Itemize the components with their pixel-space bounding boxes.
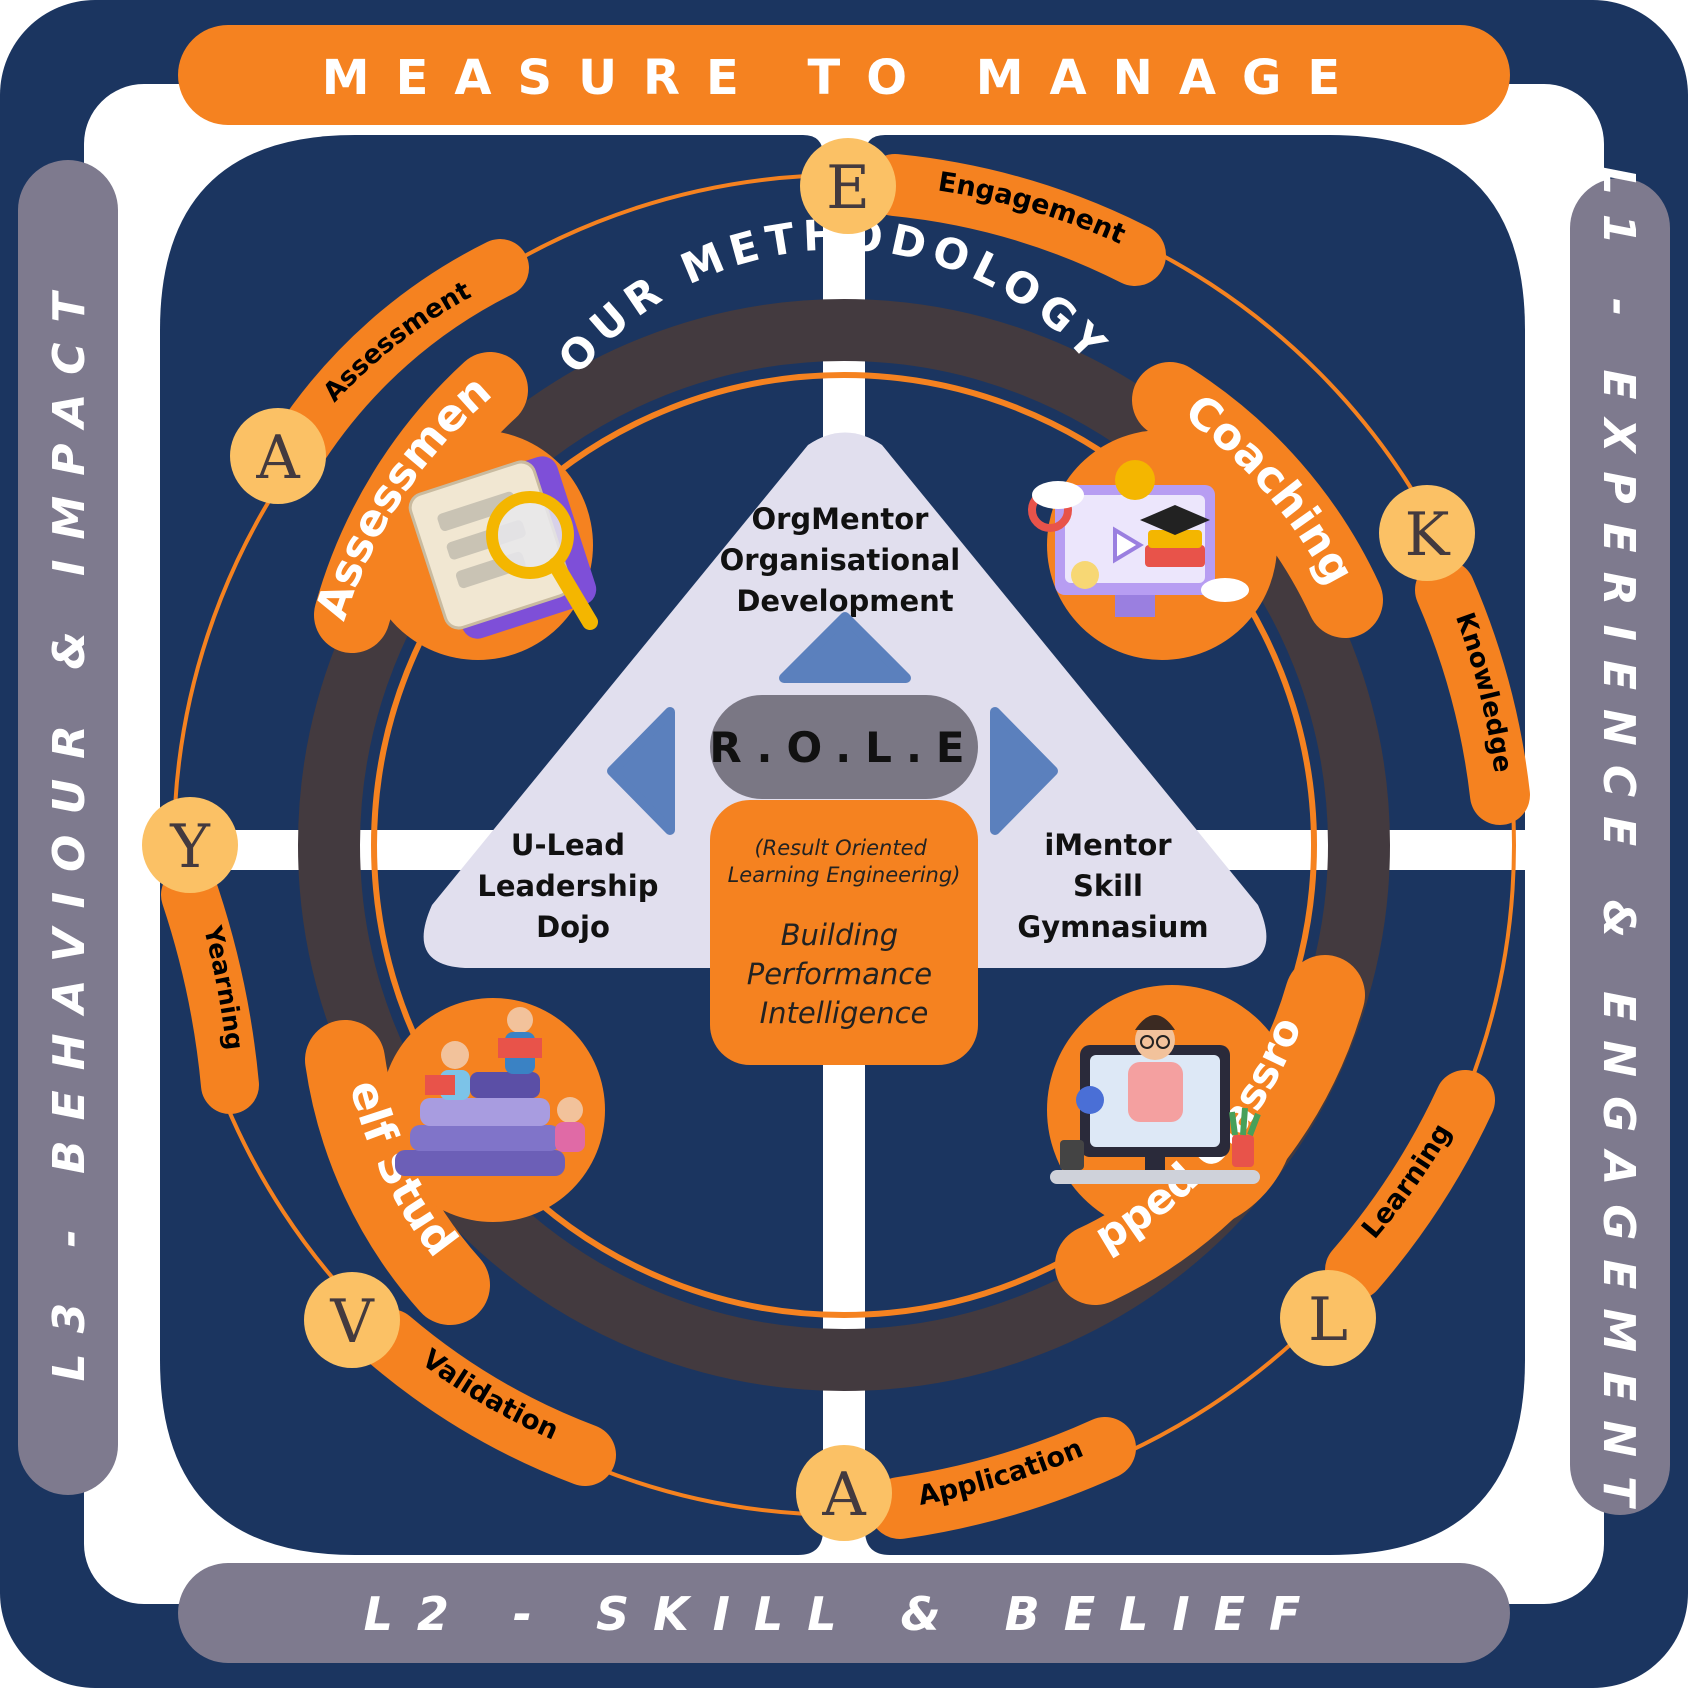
role-box bbox=[710, 800, 978, 1065]
badge-l: L bbox=[1280, 1270, 1376, 1366]
bottom-banner-text: L2 - SKILL & BELIEF bbox=[364, 1587, 1325, 1641]
reading-books-icon bbox=[395, 1007, 585, 1176]
svg-text:A: A bbox=[255, 423, 300, 493]
svg-text:E: E bbox=[826, 153, 870, 223]
methodology-ring bbox=[298, 299, 1390, 1391]
left-arrow bbox=[607, 707, 675, 835]
svg-text:V: V bbox=[329, 1287, 375, 1357]
triangle-top-text: OrgMentor Organisational Development bbox=[720, 502, 971, 618]
badge-v: V bbox=[304, 1272, 400, 1368]
badge-a-top: A bbox=[230, 408, 326, 504]
up-arrow bbox=[779, 612, 911, 683]
badge-a-bottom: A bbox=[796, 1445, 892, 1541]
triangle-right-text: iMentor Skill Gymnasium bbox=[1017, 828, 1208, 944]
right-arrow bbox=[990, 707, 1058, 835]
top-banner-text: MEASURE TO MANAGE bbox=[322, 50, 1366, 106]
role-subtitle: (Result Oriented Learning Engineering) bbox=[728, 836, 961, 887]
role-pill bbox=[710, 695, 978, 799]
badge-e: E bbox=[800, 138, 896, 234]
svg-text:Y: Y bbox=[169, 812, 211, 882]
right-banner bbox=[1570, 178, 1670, 1515]
video-lesson-icon bbox=[1050, 1015, 1261, 1184]
svg-text:A: A bbox=[821, 1460, 866, 1530]
svg-text:K: K bbox=[1405, 500, 1451, 570]
top-banner bbox=[178, 25, 1510, 125]
coaching-desk-icon bbox=[1028, 460, 1249, 617]
left-banner bbox=[18, 160, 118, 1495]
triangle-left-text: U-Lead Leadership Dojo bbox=[477, 828, 668, 944]
badge-k: K bbox=[1379, 485, 1475, 581]
right-banner-text: L1 - EXPERIENCE & ENGAGEMENT bbox=[1593, 167, 1644, 1525]
role-title: R.O.L.E bbox=[709, 723, 978, 772]
bottom-banner bbox=[178, 1563, 1510, 1663]
role-tagline: Building Performance Intelligence bbox=[747, 918, 942, 1030]
left-banner-text: L3 - BEHAVIOUR & IMPACT bbox=[44, 273, 95, 1382]
svg-text:L: L bbox=[1308, 1285, 1348, 1355]
magnifier-documents-icon bbox=[408, 456, 598, 639]
inner-orange-ring bbox=[371, 372, 1317, 1318]
badge-y: Y bbox=[142, 797, 238, 893]
